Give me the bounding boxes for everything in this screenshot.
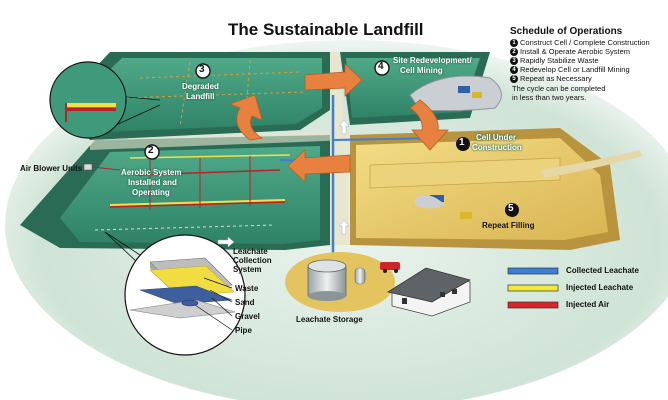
- schedule-item-number: 3: [510, 57, 518, 66]
- cell-4-label: Site Redevelopment/: [393, 56, 472, 65]
- cross-section-sand: Sand: [235, 298, 255, 307]
- cycle-arrows: [228, 63, 449, 183]
- house-icon: [386, 267, 472, 317]
- legend-swatch-injected-leachate: [507, 284, 559, 292]
- leachate-collection-label: Leachate: [233, 247, 268, 256]
- legend: [507, 267, 559, 309]
- schedule-item-text: Rapidly Stabilize Waste: [520, 56, 599, 65]
- schedule-item-number: 2: [510, 48, 518, 57]
- schedule-note: in less than two years.: [512, 93, 587, 102]
- cross-section-pipe: Pipe: [235, 326, 252, 335]
- air-blower-unit-icon: [83, 163, 121, 171]
- schedule-item-number: 5: [510, 75, 518, 84]
- schedule-item-text: Repeat as Necessary: [520, 74, 592, 83]
- cell-1-label: Cell Under: [476, 133, 517, 142]
- cell-2-label: Operating: [132, 188, 170, 197]
- cell-2-aerobic-system: [20, 135, 330, 250]
- legend-swatch-collected-leachate: [507, 267, 559, 275]
- schedule-item-number: 4: [510, 66, 518, 75]
- cell-3-label: Landfill: [186, 92, 215, 101]
- badge-1: 1: [459, 137, 465, 148]
- legend-label-injected-air: Injected Air: [566, 300, 610, 309]
- small-tank: [354, 267, 366, 285]
- pipe-detail-magnifier: [49, 61, 161, 139]
- badge-3: 3: [199, 64, 205, 75]
- liner-cross-section: [104, 231, 246, 356]
- cell-2-label: Aerobic System: [121, 168, 182, 177]
- schedule-heading: Schedule of Operations: [510, 26, 623, 37]
- schedule-note: The cycle can be completed: [512, 84, 606, 93]
- leachate-storage-tank: [307, 259, 347, 301]
- badge-5: 5: [508, 203, 514, 214]
- central-road: [330, 52, 350, 245]
- cell-3-degraded-landfill: [60, 52, 330, 140]
- cross-section-gravel: Gravel: [235, 312, 260, 321]
- cell-2-label: Installed and: [128, 178, 177, 187]
- cell-1-construction: [350, 128, 642, 250]
- schedule-item-text: Redevelop Cell or Landfill Mining: [520, 65, 630, 74]
- cell-5-label: Repeat Filling: [482, 221, 535, 230]
- cross-section-waste: Waste: [235, 284, 259, 293]
- badges: [144, 60, 519, 217]
- badge-2: 2: [148, 145, 154, 156]
- cell-4-label: Cell Mining: [400, 66, 443, 75]
- cross-section-callouts: [194, 277, 233, 331]
- cell-1-label: Construction: [472, 143, 522, 152]
- leachate-storage-label: Leachate Storage: [296, 315, 363, 324]
- page-title: The Sustainable Landfill: [228, 20, 424, 39]
- badge-4: 4: [378, 61, 384, 72]
- schedule-item-text: Install & Operate Aerobic System: [520, 47, 631, 56]
- legend-label-injected-leachate: Injected Leachate: [566, 283, 634, 292]
- leachate-collection-label: Collection: [233, 256, 272, 265]
- schedule-item-number: 1: [510, 39, 518, 48]
- cell-3-label: Degraded: [182, 82, 219, 91]
- schedule-item-text: Construct Cell / Complete Construction: [520, 38, 650, 47]
- leachate-collection-label: System: [233, 265, 262, 274]
- legend-swatch-injected-air: [507, 301, 559, 309]
- air-blower-label: Air Blower Units: [20, 164, 83, 173]
- red-truck-icon: [380, 262, 400, 273]
- legend-label-collected-leachate: Collected Leachate: [566, 266, 639, 275]
